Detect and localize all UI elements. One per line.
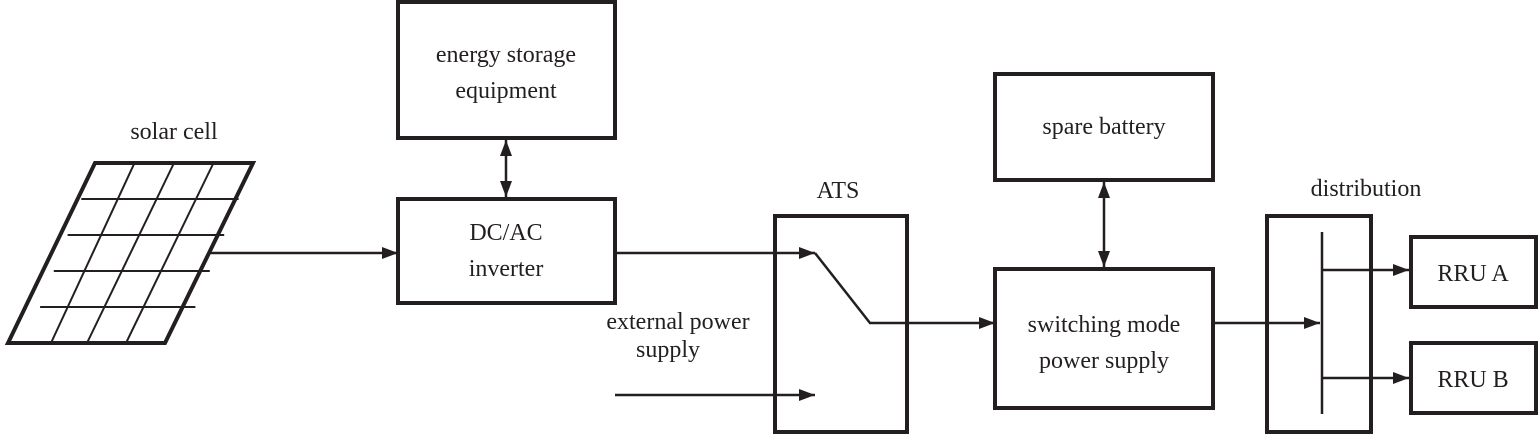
smps-box (993, 267, 1215, 410)
ats-label: ATS (817, 178, 860, 204)
solar-cell-label: solar cell (130, 119, 218, 145)
smps-label-line1: switching mode (1028, 312, 1181, 338)
inverter-label-line1: DC/AC (469, 220, 542, 246)
external-power-label-line1: external power (606, 309, 749, 335)
inverter-box (396, 197, 617, 305)
inverter-label-line2: inverter (469, 256, 544, 282)
spare-battery-label: spare battery (1042, 114, 1165, 140)
rru-b-label: RRU B (1437, 367, 1508, 393)
rru-a-label: RRU A (1437, 261, 1509, 287)
solar-cell-icon (4, 161, 257, 345)
smps-label-line2: power supply (1039, 348, 1169, 374)
energy-storage-label-line1: energy storage (436, 42, 576, 68)
energy-storage-label-line2: equipment (455, 78, 557, 104)
ats-switch-blade (814, 252, 995, 329)
external-power-label-line2: supply (636, 337, 700, 363)
rru-a-box (1409, 235, 1538, 309)
spare-battery-box (993, 72, 1215, 182)
distribution-label: distribution (1311, 176, 1422, 202)
energy-storage-box (396, 0, 617, 140)
rru-b-box (1409, 341, 1538, 415)
